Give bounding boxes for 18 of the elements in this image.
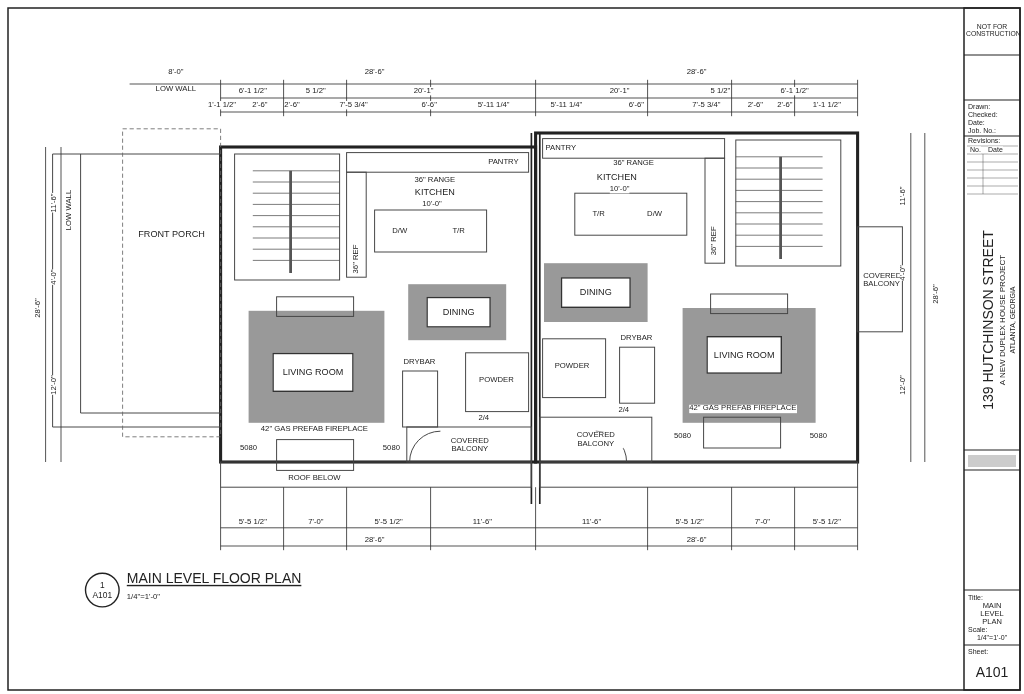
room-label-box	[272, 352, 354, 392]
room-name: DINING	[442, 307, 475, 318]
room-label-box	[706, 336, 782, 374]
room-name: LIVING ROOM	[282, 367, 344, 378]
room-name: KITCHEN	[596, 173, 637, 183]
detail-callout-circle	[84, 572, 120, 608]
drawing-title: MAIN LEVEL FLOOR PLAN	[126, 572, 302, 587]
sheet-number: A101	[92, 590, 113, 600]
room-name: FRONT PORCH	[138, 230, 205, 240]
dining-table	[560, 277, 631, 308]
room-name: LIVING ROOM	[713, 349, 775, 360]
project-title: 139 HUTCHINSON STREET	[980, 230, 996, 410]
room-name: KITCHEN	[414, 188, 455, 198]
sheet-number: A101	[975, 664, 1009, 680]
room-name: DINING	[579, 287, 612, 298]
detail-number: 1	[99, 580, 105, 591]
dining-table	[426, 296, 491, 328]
project-subtitle: A NEW DUPLEX HOUSE PROJECT	[998, 254, 1008, 386]
